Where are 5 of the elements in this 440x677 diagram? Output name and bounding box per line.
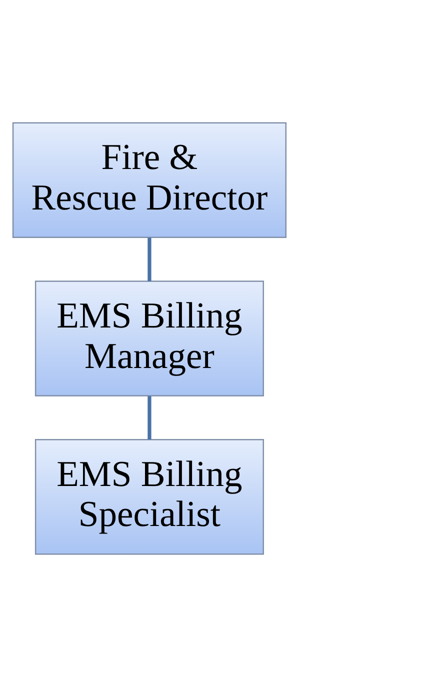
connector bbox=[148, 238, 152, 282]
node-box: EMS Billing Specialist bbox=[34, 439, 264, 555]
connector bbox=[148, 396, 152, 440]
node-box: Fire & Rescue Director bbox=[12, 122, 287, 238]
node-box: EMS Billing Manager bbox=[34, 280, 264, 396]
